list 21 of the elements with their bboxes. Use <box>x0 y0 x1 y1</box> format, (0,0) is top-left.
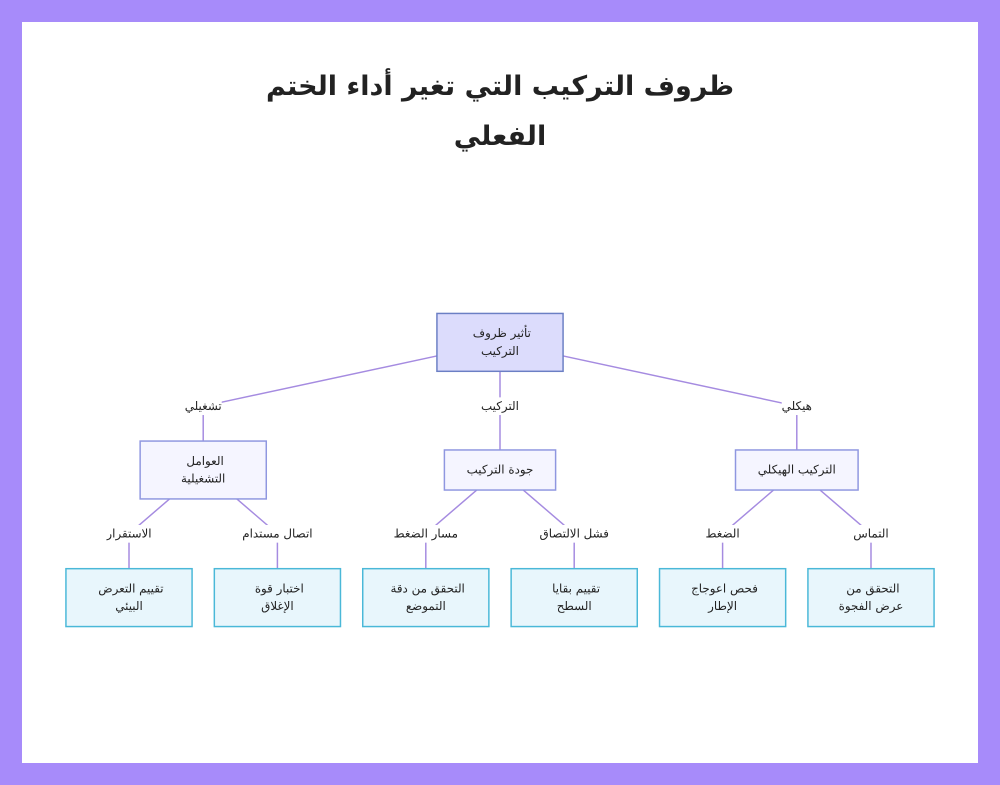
node-box: العوامل التشغيلية <box>139 440 268 500</box>
edge-label: هيكلي <box>782 398 812 413</box>
node-box: تأثير ظروف التركيب <box>436 312 564 372</box>
node-box: تقييم التعرض البيئي <box>65 568 193 628</box>
edge-label: اتصال مستدام <box>242 526 313 540</box>
edge-label: الضغط <box>705 526 740 540</box>
connector <box>562 355 798 450</box>
edge-label: مسار الضغط <box>394 526 458 540</box>
node-box: التحقق من دقة التموضع <box>362 568 490 628</box>
edge-label: فشل الالتصاق <box>539 526 609 540</box>
connector <box>202 355 438 442</box>
node-box: اختبار قوة الإغلاق <box>214 568 342 628</box>
edge-label: التماس <box>853 526 889 540</box>
node-box: فحص اعوجاج الإطار <box>658 568 786 628</box>
diagram-title: ظروف التركيب التي تغير أداء الختم الفعلي <box>250 62 750 162</box>
node-box: جودة التركيب <box>444 449 556 491</box>
edge-label: تشغيلي <box>184 398 222 413</box>
edge-label: التركيب <box>481 398 519 413</box>
node-box: تقييم بقايا السطح <box>510 568 638 628</box>
node-box: التحقق من عرض الفجوة <box>807 568 935 628</box>
node-box: التركيب الهيكلي <box>734 449 859 491</box>
